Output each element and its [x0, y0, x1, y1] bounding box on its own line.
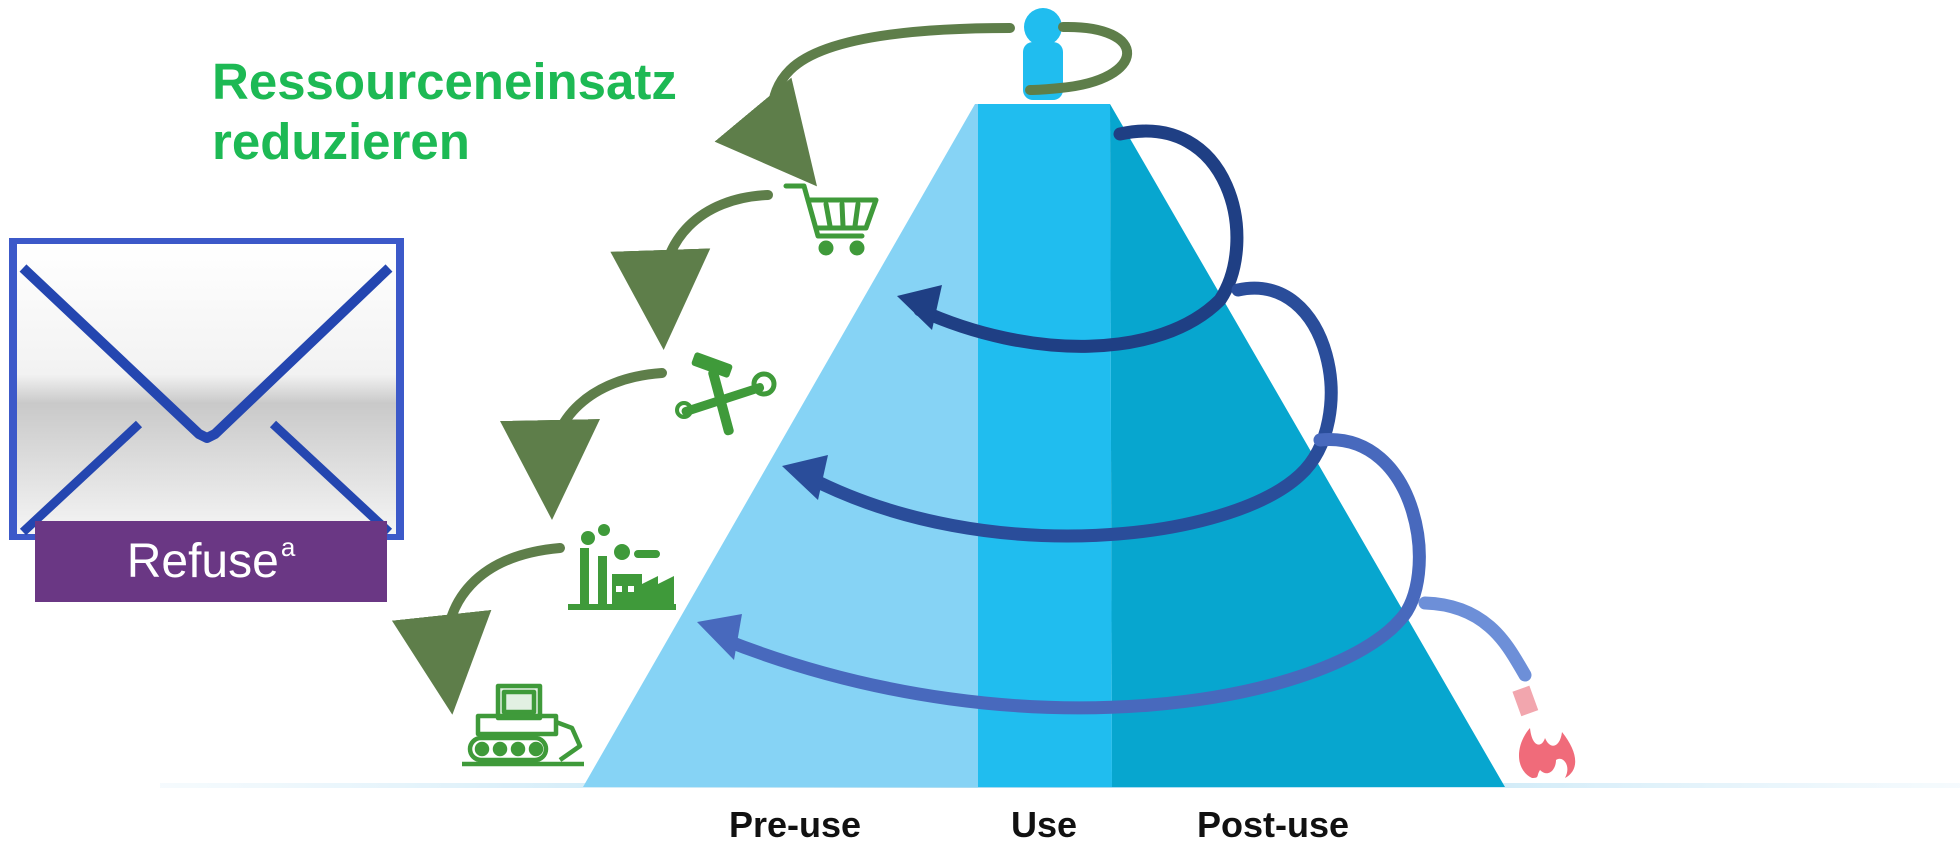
shopping-cart-icon: [783, 183, 879, 256]
loop-repair: [803, 281, 1338, 543]
use-face: [978, 104, 1112, 787]
factory-icon: [568, 524, 676, 610]
loop-remanufacture-head: [697, 614, 742, 660]
refuse-label-text: Refuse: [126, 535, 279, 588]
green-arrow-1: [610, 190, 773, 350]
green-arrows: [391, 21, 1133, 715]
loop-remanufacture: [718, 433, 1426, 715]
blue-loops: [697, 124, 1532, 715]
heading: Ressourceneinsatz reduzieren: [212, 52, 677, 172]
heading-line-1: Ressourceneinsatz: [212, 53, 677, 110]
fire-icon: [1512, 685, 1576, 778]
stage-label-pre-use: Pre-use: [729, 804, 862, 845]
pre-use-face: [583, 104, 983, 787]
stage-label-use: Use: [1011, 804, 1078, 845]
green-arrow-2: [500, 368, 667, 520]
envelope-icon: [9, 238, 404, 540]
post-use-face: [1110, 104, 1505, 787]
loop-reuse-head: [897, 285, 942, 330]
loop-reuse: [913, 124, 1244, 353]
green-arrow-3: [391, 543, 565, 715]
refuse-label-superscript: a: [280, 532, 296, 562]
loop-recycle: [1418, 596, 1532, 682]
excavator-icon: [462, 683, 584, 767]
tools-icon: [675, 352, 777, 436]
green-arrow-loop-top: [1025, 21, 1133, 95]
heading-line-2: reduzieren: [212, 113, 470, 170]
loop-repair-head: [782, 455, 828, 500]
stage-label-post-use: Post-use: [1197, 804, 1350, 845]
green-arrow-top: [714, 23, 1015, 187]
